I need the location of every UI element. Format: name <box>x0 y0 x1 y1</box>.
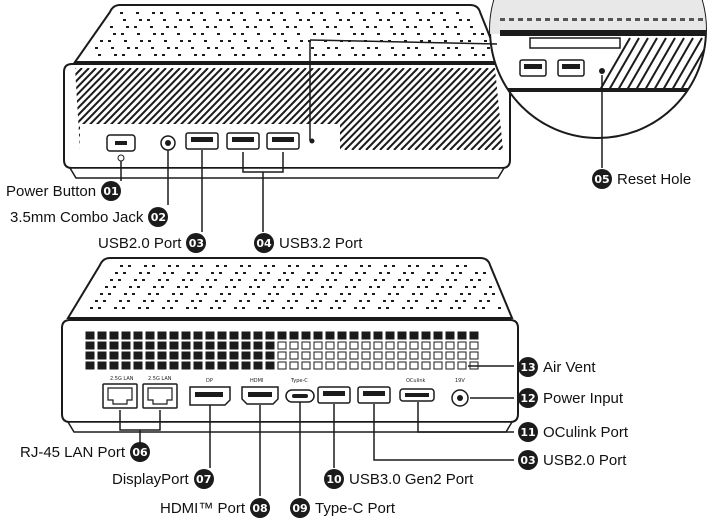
callout-number-badge: 07 <box>193 469 214 489</box>
oculink-port-label: OCulink <box>406 378 426 384</box>
callout-number-badge: 11 <box>518 422 538 442</box>
hdmi-port-icon <box>241 386 279 405</box>
rear-usb3-port-icon <box>317 386 351 404</box>
callout-number-badge: 05 <box>592 169 612 189</box>
dp-port-label: DP <box>206 378 213 384</box>
rear-device-lid <box>66 257 514 319</box>
callout-label: OCulink Port <box>543 423 629 441</box>
callout-displayport: DisplayPort 07 <box>112 468 214 490</box>
front-usb2-port-icon <box>185 132 219 150</box>
reset-hole-magnifier <box>309 0 707 141</box>
callout-oculink-port: 11 OCulink Port <box>518 421 628 443</box>
rear-lid-perforations <box>90 265 501 309</box>
callout-power-button: Power Button 01 <box>6 180 122 202</box>
callout-usb2-port-front: USB2.0 Port 03 <box>98 232 207 254</box>
callout-usb32-port: 04 USB3.2 Port <box>254 232 362 254</box>
dcin-port-label: 19V <box>455 378 465 384</box>
callout-number-badge: 06 <box>130 442 151 462</box>
callout-number-badge: 12 <box>518 388 538 408</box>
callout-rj45-lan-port: RJ-45 LAN Port 06 <box>20 441 151 463</box>
callout-label: RJ-45 LAN Port <box>20 443 126 461</box>
callout-number-badge: 13 <box>518 357 538 377</box>
oculink-port-icon <box>399 388 435 402</box>
callout-typec-port: 09 Type-C Port <box>290 497 395 519</box>
callout-label: Reset Hole <box>617 170 692 188</box>
callout-label: Power Button <box>6 182 97 200</box>
callout-reset-hole: 05 Reset Hole <box>592 168 691 190</box>
hdmi-port-label: HDMI <box>250 378 263 384</box>
lan1-port-label: 2.5G LAN <box>110 376 134 382</box>
callout-label: Air Vent <box>543 358 596 376</box>
callout-number-badge: 04 <box>254 233 274 253</box>
callout-number-badge: 03 <box>518 450 538 470</box>
typec-port-icon <box>285 389 315 403</box>
leader-lines <box>119 75 603 496</box>
callout-label: USB3.2 Port <box>279 234 363 252</box>
lan-port-1-icon <box>102 383 138 409</box>
callout-number-badge: 09 <box>290 498 310 518</box>
callout-air-vent: 13 Air Vent <box>518 356 596 378</box>
callout-label: USB2.0 Port <box>543 451 627 469</box>
callout-label: USB3.0 Gen2 Port <box>349 470 474 488</box>
callout-label: HDMI™ Port <box>160 499 246 517</box>
callout-number-badge: 02 <box>148 207 169 227</box>
lan-port-2-icon <box>142 383 178 409</box>
rear-device: 2.5G LAN 2.5G LAN DP HDMI Type-C OCulink… <box>61 257 519 433</box>
rear-usb2-port-icon <box>357 386 391 404</box>
callout-number-badge: 03 <box>186 233 207 253</box>
front-usb3-port-a-icon <box>226 132 260 150</box>
callout-number-badge: 01 <box>101 181 122 201</box>
callout-power-input: 12 Power Input <box>518 387 623 409</box>
callout-combo-jack: 3.5mm Combo Jack 02 <box>10 206 169 228</box>
callout-label: Power Input <box>543 389 624 407</box>
callout-label: DisplayPort <box>112 470 189 488</box>
air-vent-grille <box>85 331 479 370</box>
front-device <box>63 4 511 179</box>
callout-usb2-port-rear: 03 USB2.0 Port <box>518 449 626 471</box>
callout-label: Type-C Port <box>315 499 396 517</box>
displayport-icon <box>189 386 231 406</box>
callout-label: 3.5mm Combo Jack <box>10 208 144 226</box>
typec-port-label: Type-C <box>290 378 308 384</box>
callout-number-badge: 10 <box>324 469 344 489</box>
front-usb3-port-b-icon <box>266 132 300 150</box>
callout-label: USB2.0 Port <box>98 234 182 252</box>
power-input-icon <box>451 389 469 407</box>
lan2-port-label: 2.5G LAN <box>148 376 172 382</box>
callout-number-badge: 08 <box>250 498 271 518</box>
callout-usb30-gen2-port: 10 USB3.0 Gen2 Port <box>324 468 473 490</box>
callout-hdmi-port: HDMI™ Port 08 <box>160 497 271 519</box>
